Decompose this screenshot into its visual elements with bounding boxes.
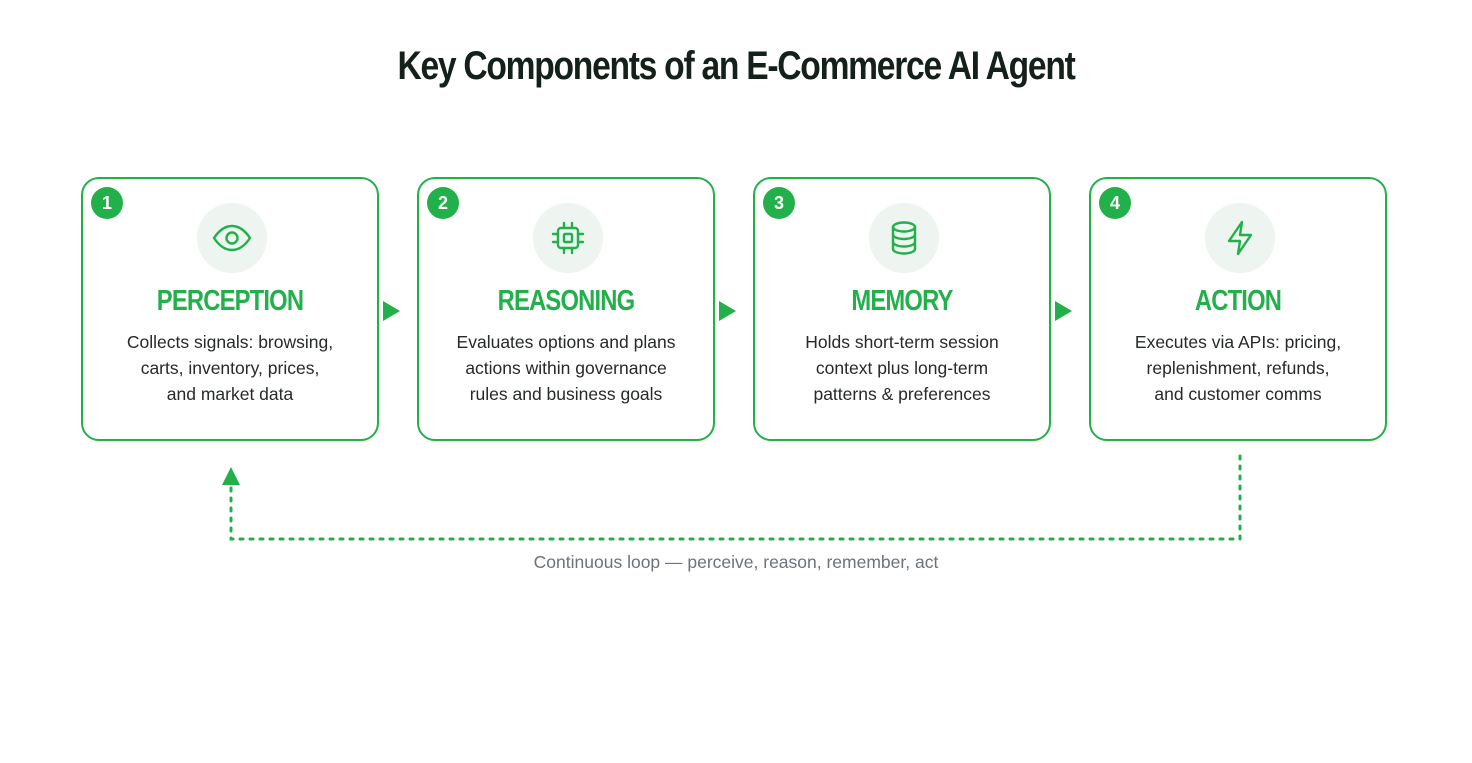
step-description-line: and customer comms — [1154, 384, 1322, 404]
step-description-line: patterns & preferences — [813, 384, 991, 404]
arrow-right-icon — [1055, 301, 1072, 321]
step-description-line: and market data — [166, 384, 294, 404]
step-title: REASONING — [497, 285, 635, 317]
step-description-line: rules and business goals — [469, 384, 663, 404]
diagram-title: Key Components of an E-Commerce AI Agent — [397, 44, 1075, 88]
step-description-line: actions within governance — [465, 358, 667, 378]
step-description-line: Executes via APIs: pricing, — [1134, 332, 1342, 352]
arrow-right-icon — [719, 301, 736, 321]
step-card-memory: 3 MEMORY Holds short-term session contex… — [753, 177, 1051, 441]
step-card-action: 4 ACTION Executes via APIs: pricing, rep… — [1089, 177, 1387, 441]
step-number-badge: 1 — [91, 187, 123, 219]
step-description: Holds short-term session context plus lo… — [773, 329, 1031, 407]
lightning-bolt-icon — [1205, 203, 1275, 273]
step-description-line: Collects signals: browsing, — [126, 332, 334, 352]
step-title: ACTION — [1194, 285, 1282, 317]
step-number-badge: 4 — [1099, 187, 1131, 219]
loop-caption: Continuous loop — perceive, reason, reme… — [533, 552, 939, 572]
step-description-line: Holds short-term session — [805, 332, 999, 352]
step-description-line: context plus long-term — [815, 358, 989, 378]
step-title: PERCEPTION — [156, 285, 304, 317]
cpu-chip-icon — [533, 203, 603, 273]
step-number-badge: 3 — [763, 187, 795, 219]
eye-icon — [197, 203, 267, 273]
step-description: Evaluates options and plans actions with… — [437, 329, 695, 407]
arrow-up-icon — [222, 467, 240, 485]
database-icon — [869, 203, 939, 273]
step-description-line: carts, inventory, prices, — [140, 358, 320, 378]
step-number-badge: 2 — [427, 187, 459, 219]
step-description: Executes via APIs: pricing, replenishmen… — [1109, 329, 1367, 407]
step-description: Collects signals: browsing, carts, inven… — [101, 329, 359, 407]
step-description-line: replenishment, refunds, — [1146, 358, 1330, 378]
step-description-line: Evaluates options and plans — [456, 332, 676, 352]
step-card-perception: 1 PERCEPTION Collects signals: browsing,… — [81, 177, 379, 441]
step-title: MEMORY — [851, 285, 953, 317]
step-card-reasoning: 2 REASONING Evaluates options and plans … — [417, 177, 715, 441]
arrow-right-icon — [383, 301, 400, 321]
